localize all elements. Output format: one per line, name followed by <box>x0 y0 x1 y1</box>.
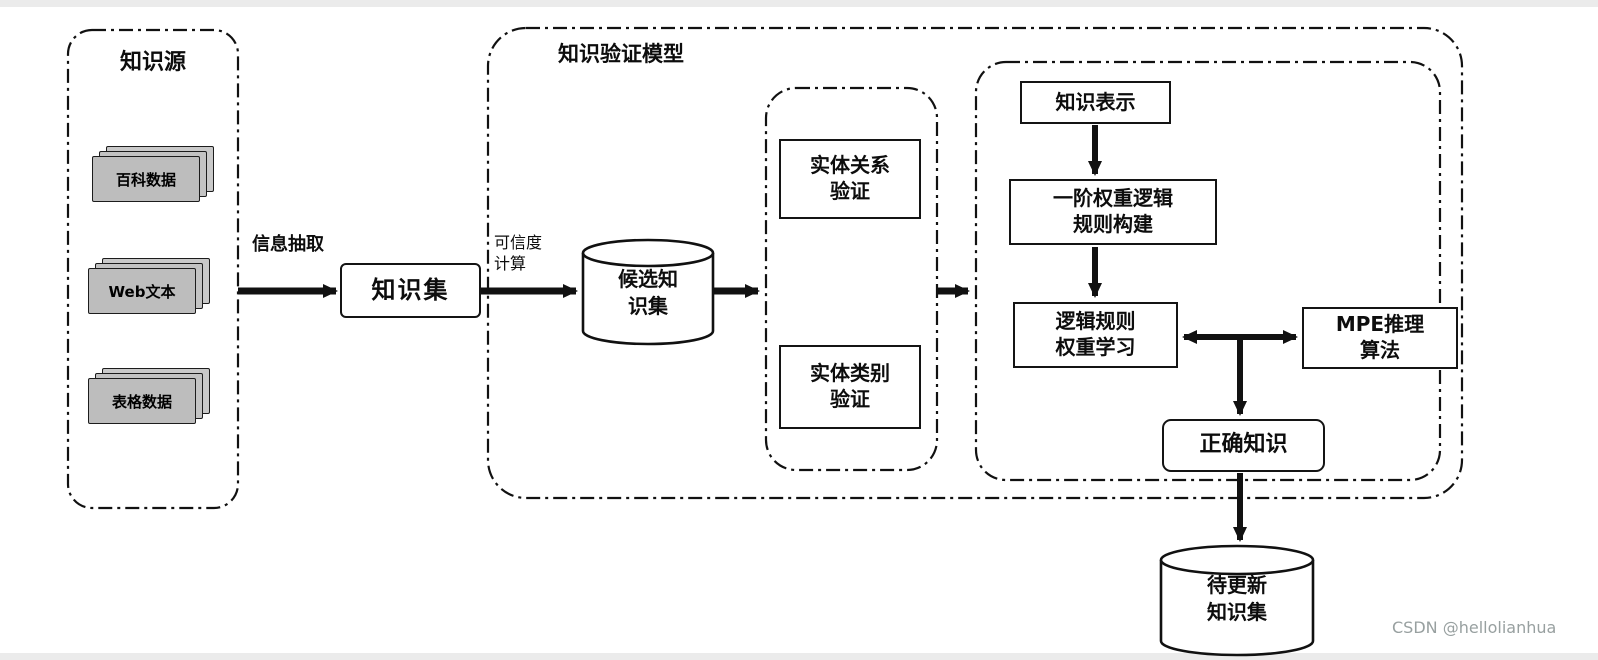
edge-label-credibility: 可信度 计算 <box>494 233 542 275</box>
reasoning-panel-border <box>974 60 1442 482</box>
candidate-cylinder-body <box>581 253 715 346</box>
mpe-line1: MPE推理 <box>1335 312 1425 337</box>
source-panel-title: 知识源 <box>119 50 186 75</box>
rule-construction-box: 一阶权重逻辑 规则构建 <box>1009 179 1217 245</box>
entity-category-line2: 验证 <box>830 387 870 411</box>
rule-construction-line1: 一阶权重逻辑 <box>1053 186 1173 211</box>
entity-relation-verification-box: 实体关系 验证 <box>779 139 921 219</box>
model-panel-border <box>486 26 1464 500</box>
top-edge-strip <box>0 0 1598 7</box>
doc-stack-encyclopedia: 百科数据 <box>92 146 216 206</box>
edge-label-info-extraction: 信息抽取 <box>252 234 324 255</box>
mpe-inference-box: MPE推理 算法 <box>1302 307 1458 369</box>
candidate-cylinder-top <box>581 238 715 268</box>
candidate-cylinder-line2: 识集 <box>628 294 668 318</box>
entity-category-verification-box: 实体类别 验证 <box>779 345 921 429</box>
entity-relation-line1: 实体关系 <box>810 153 890 178</box>
entity-category-line1: 实体类别 <box>810 361 890 386</box>
doc-stack-label: Web文本 <box>88 268 196 314</box>
rule-construction-line2: 规则构建 <box>1073 212 1153 236</box>
output-cylinder-line2: 知识集 <box>1207 600 1267 624</box>
correct-knowledge-box: 正确知识 <box>1162 419 1325 472</box>
candidate-cylinder-label: 候选知 识集 <box>583 258 713 328</box>
knowledge-set-label: 知识集 <box>371 276 450 305</box>
output-cylinder-top <box>1159 544 1315 576</box>
weight-learning-box: 逻辑规则 权重学习 <box>1013 302 1178 368</box>
doc-stack-table-data: 表格数据 <box>88 368 212 428</box>
source-panel-border <box>66 28 240 510</box>
mpe-line2: 算法 <box>1360 338 1400 362</box>
edge-label-credibility-line1: 可信度 <box>494 233 543 252</box>
knowledge-representation-label: 知识表示 <box>1055 89 1136 114</box>
knowledge-set-box: 知识集 <box>340 263 481 318</box>
correct-knowledge-label: 正确知识 <box>1199 432 1288 458</box>
doc-stack-label: 表格数据 <box>88 378 196 424</box>
csdn-watermark: CSDN @hellolianhua <box>1392 618 1557 637</box>
doc-stack-web-text: Web文本 <box>88 258 212 318</box>
candidate-cylinder-line1: 候选知 <box>618 267 678 291</box>
output-cylinder-label: 待更新 知识集 <box>1161 568 1313 630</box>
model-panel-title: 知识验证模型 <box>558 42 684 66</box>
output-cylinder-line1: 待更新 <box>1207 573 1267 597</box>
verification-panel-border <box>764 86 939 472</box>
entity-relation-line2: 验证 <box>830 179 870 203</box>
knowledge-representation-box: 知识表示 <box>1020 81 1171 124</box>
weight-learning-line1: 逻辑规则 <box>1055 309 1136 334</box>
bottom-edge-strip <box>0 653 1598 660</box>
doc-stack-label: 百科数据 <box>92 156 200 202</box>
weight-learning-line2: 权重学习 <box>1055 335 1136 359</box>
output-cylinder-body <box>1159 560 1315 657</box>
edge-label-credibility-line2: 计算 <box>494 253 527 273</box>
